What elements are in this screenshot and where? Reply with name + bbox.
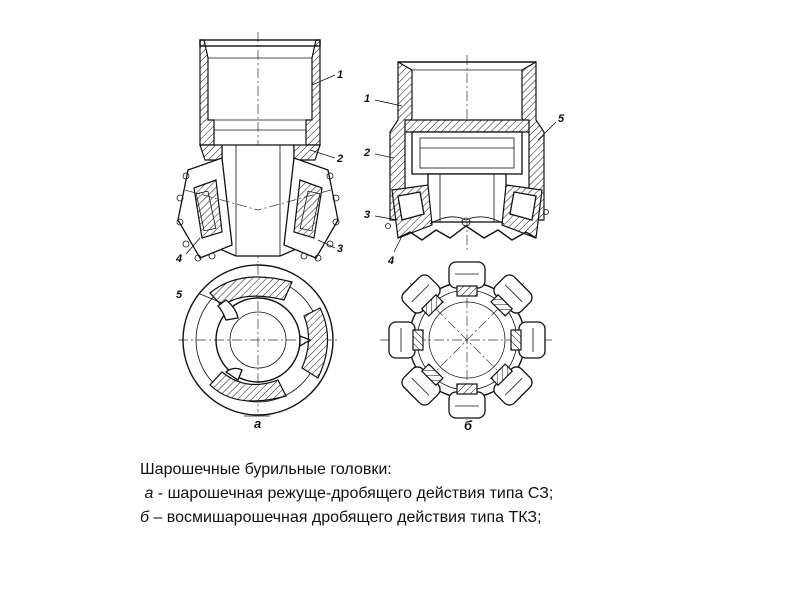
part-b-roller-6: [401, 363, 444, 406]
part-b-section-view: 1 2 3 4 5: [363, 55, 565, 267]
part-b-callout-1: 1: [364, 93, 370, 105]
caption-line-b: б – восмишарошечная дробящего действия т…: [140, 506, 740, 530]
caption-title: Шарошечные бурильные головки:: [140, 461, 392, 478]
part-a-section-view: 1 2 3 4: [175, 32, 343, 265]
part-b-roller-1: [448, 261, 486, 297]
part-b-roller-4: [490, 363, 533, 406]
part-a-callout-2: 2: [336, 153, 343, 165]
part-a-callout-3: 3: [337, 243, 343, 255]
part-a-callout-1: 1: [337, 69, 343, 81]
part-b-sublabel: б: [464, 418, 473, 430]
part-a-right-cone: [283, 157, 340, 262]
part-a-plan-view: 5: [176, 264, 338, 416]
part-b-roller-5: [448, 383, 486, 419]
part-a-callout-4: 4: [175, 253, 182, 265]
part-b-roller-7: [388, 321, 424, 359]
part-b-callout-3: 3: [364, 209, 370, 221]
part-b-roller-2: [490, 274, 533, 317]
part-a-callout-5: 5: [176, 289, 183, 301]
part-a-left-cone: [176, 157, 233, 262]
caption-letter-b: б: [140, 509, 149, 526]
caption-line-a: а - шарошечная режуще-дробящего действия…: [140, 482, 740, 506]
caption-letter-a: а: [144, 485, 154, 502]
part-b-callout-5: 5: [558, 113, 565, 125]
figure-caption: Шарошечные бурильные головки: а - шароше…: [140, 458, 740, 530]
caption-text-a: - шарошечная режуще-дробящего действия т…: [153, 485, 554, 502]
technical-drawing: 1 2 3 4 5 а: [175, 32, 565, 430]
part-a-sublabel: а: [254, 416, 261, 430]
part-b-roller-3: [510, 321, 546, 359]
part-b-callout-2: 2: [363, 147, 370, 159]
part-b-plan-view: [380, 261, 555, 420]
part-b-callout-4: 4: [387, 255, 394, 267]
caption-text-b: – восмишарошечная дробящего действия тип…: [149, 509, 542, 526]
part-b-roller-8: [401, 274, 444, 317]
